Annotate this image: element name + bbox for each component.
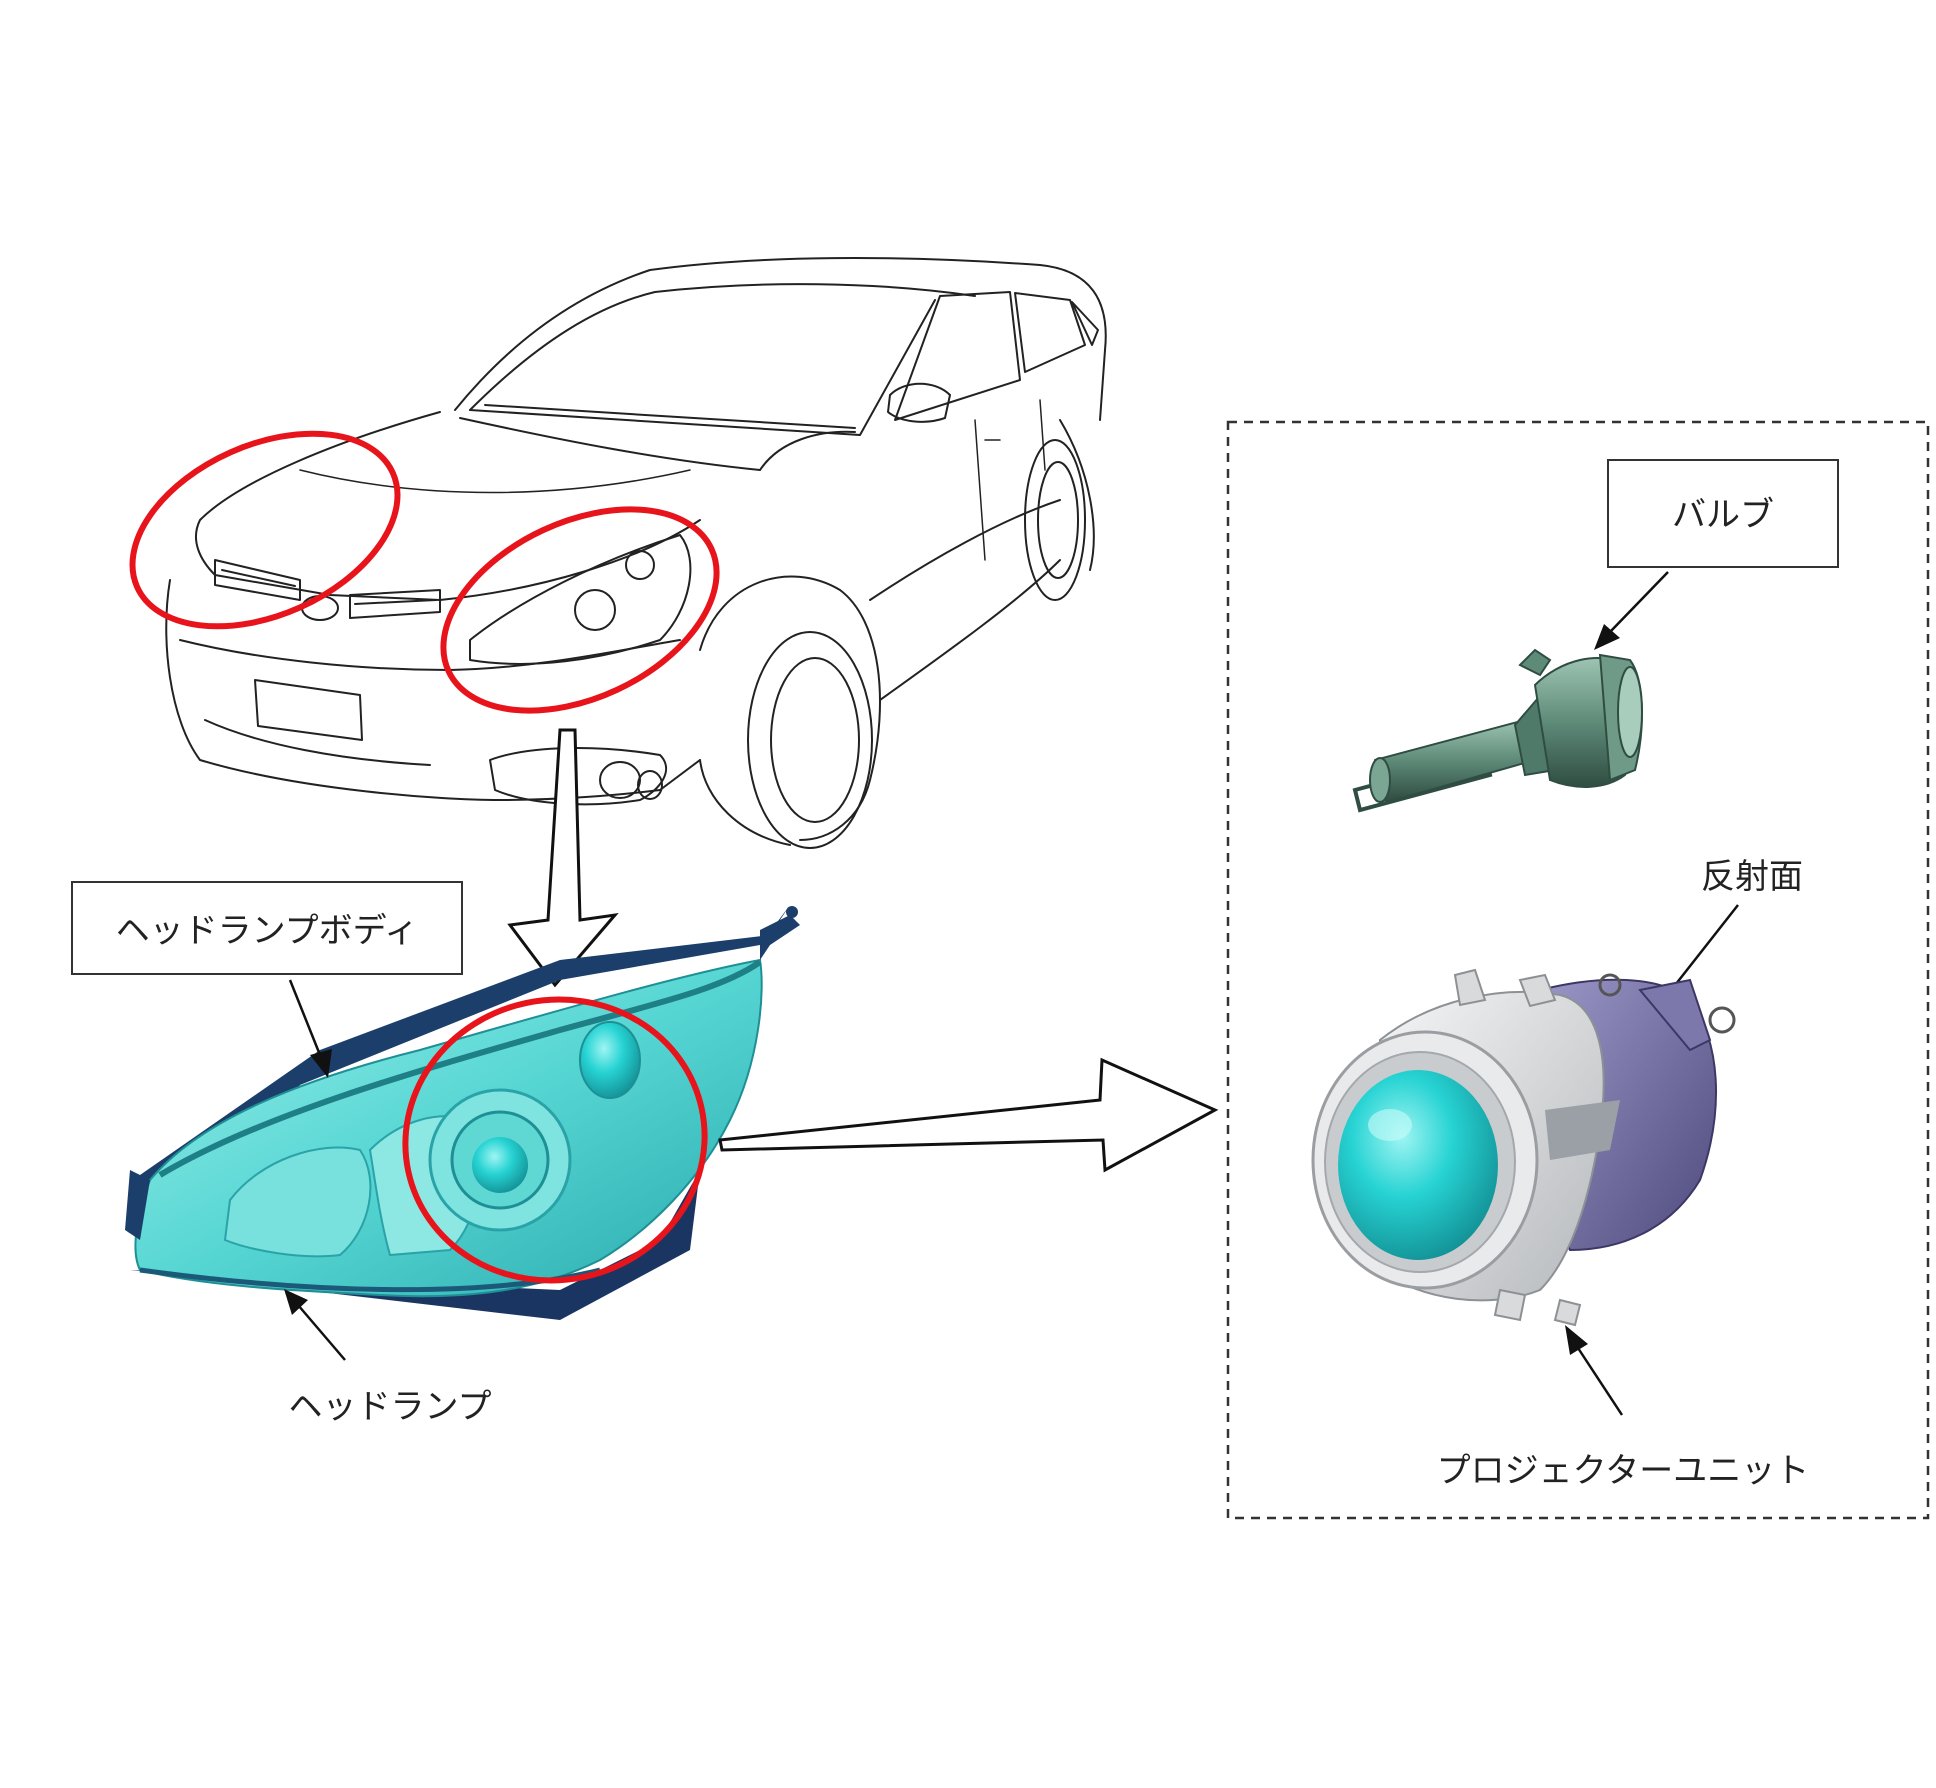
projector-unit-model — [1311, 968, 1736, 1327]
headlamp-label: ヘッドランプ — [289, 1387, 492, 1427]
headlamp-body-callout: ヘッドランプボディ — [71, 881, 463, 1078]
right-arrow-icon — [718, 1057, 1219, 1173]
headlamp-highlight-circle — [440, 506, 720, 714]
detail-panel-frame — [1226, 420, 1930, 1520]
headlamp-callout: ヘッドランプ — [284, 1289, 491, 1427]
bulb-model — [1352, 648, 1643, 813]
headlamp-body-label: ヘッドランプボディ — [116, 911, 419, 951]
bulb-label: バルブ — [1672, 495, 1774, 535]
highlight-circles — [129, 430, 720, 714]
projector-unit-label: プロジェクターユニット — [1437, 1451, 1810, 1491]
car-illustration — [165, 257, 1107, 849]
headlamp-model — [125, 905, 800, 1320]
reflector-label: 反射面 — [1701, 857, 1803, 897]
projector-highlight-circle — [402, 996, 708, 1284]
projector-unit-callout: プロジェクターユニット — [1437, 1325, 1810, 1491]
down-arrow-icon — [507, 728, 619, 988]
bulb-callout: バルブ — [1594, 459, 1839, 650]
grille-highlight-circle — [129, 430, 401, 630]
